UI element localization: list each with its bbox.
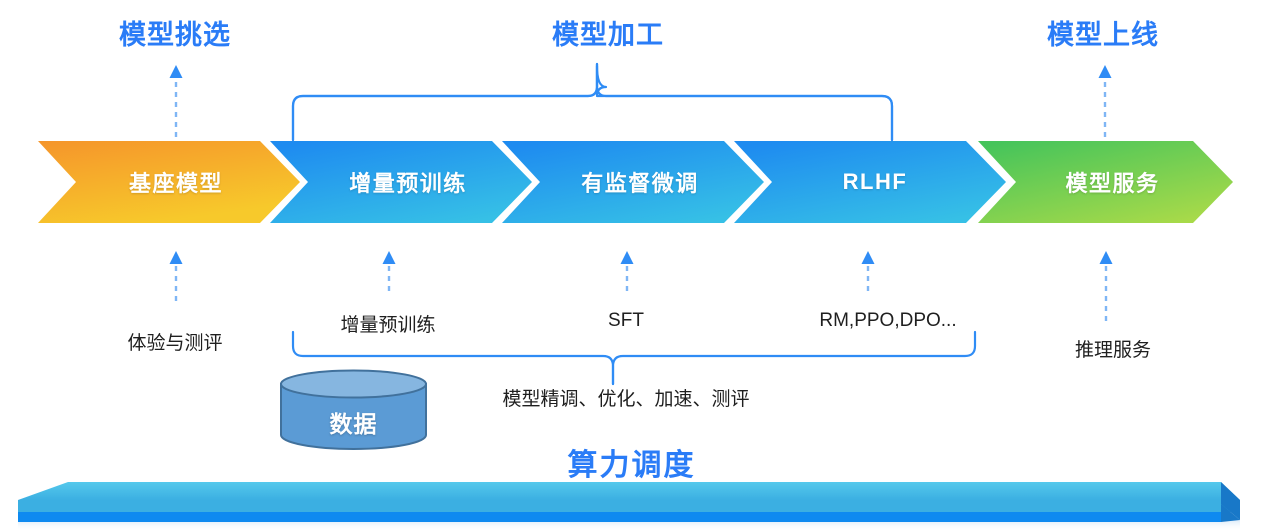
pipeline-stage-label: 有监督微调 — [581, 171, 699, 196]
dashed-up-arrow-icon-evaluation — [168, 249, 183, 301]
dashed-up-arrow-icon-continual-pretraining — [381, 249, 396, 291]
pipeline-stage-label: 模型服务 — [1065, 171, 1160, 196]
dashed-up-arrow-icon-inference-service — [1098, 249, 1113, 321]
platform-bar — [0, 480, 1263, 531]
brace-model-tuning — [288, 330, 980, 388]
section-heading-model-deployment: 模型上线 — [1047, 20, 1159, 50]
section-heading-model-processing: 模型加工 — [552, 20, 664, 50]
pipeline-stage-base-model[interactable]: 基座模型 — [38, 141, 300, 223]
pipeline-stage-label: 基座模型 — [128, 171, 223, 196]
stage-note-sft: SFT — [608, 310, 644, 331]
section-heading-model-selection: 模型挑选 — [119, 20, 231, 50]
pipeline-chevrons: 基座模型 增量预训练 — [0, 141, 1263, 225]
database-label: 数据 — [329, 410, 378, 437]
pipeline-stage-label: 增量预训练 — [349, 171, 467, 196]
brace-label-model-tuning: 模型精调、优化、加速、测评 — [502, 389, 750, 410]
dashed-up-arrow-icon-model-selection — [168, 63, 183, 137]
platform-bar-title: 算力调度 — [567, 449, 696, 482]
pipeline-stage-label: RLHF — [842, 169, 908, 194]
stage-note-rlhf-methods: RM,PPO,DPO... — [819, 310, 957, 331]
dashed-up-arrow-icon-model-deployment — [1097, 63, 1112, 137]
pipeline-stage-rlhf[interactable]: RLHF — [734, 141, 1006, 223]
stage-note-continual-pretraining: 增量预训练 — [340, 315, 436, 336]
brace-model-processing — [288, 60, 953, 142]
dashed-up-arrow-icon-rlhf-methods — [860, 249, 875, 291]
pipeline-stage-model-service[interactable]: 模型服务 — [978, 141, 1233, 223]
stage-note-evaluation: 体验与测评 — [127, 333, 223, 354]
pipeline-stage-supervised-finetuning[interactable]: 有监督微调 — [502, 141, 764, 223]
pipeline-stage-continual-pretraining[interactable]: 增量预训练 — [270, 141, 532, 223]
stage-note-inference-service: 推理服务 — [1074, 340, 1151, 361]
dashed-up-arrow-icon-sft — [619, 249, 634, 291]
database-cylinder: 数据 — [279, 369, 428, 450]
